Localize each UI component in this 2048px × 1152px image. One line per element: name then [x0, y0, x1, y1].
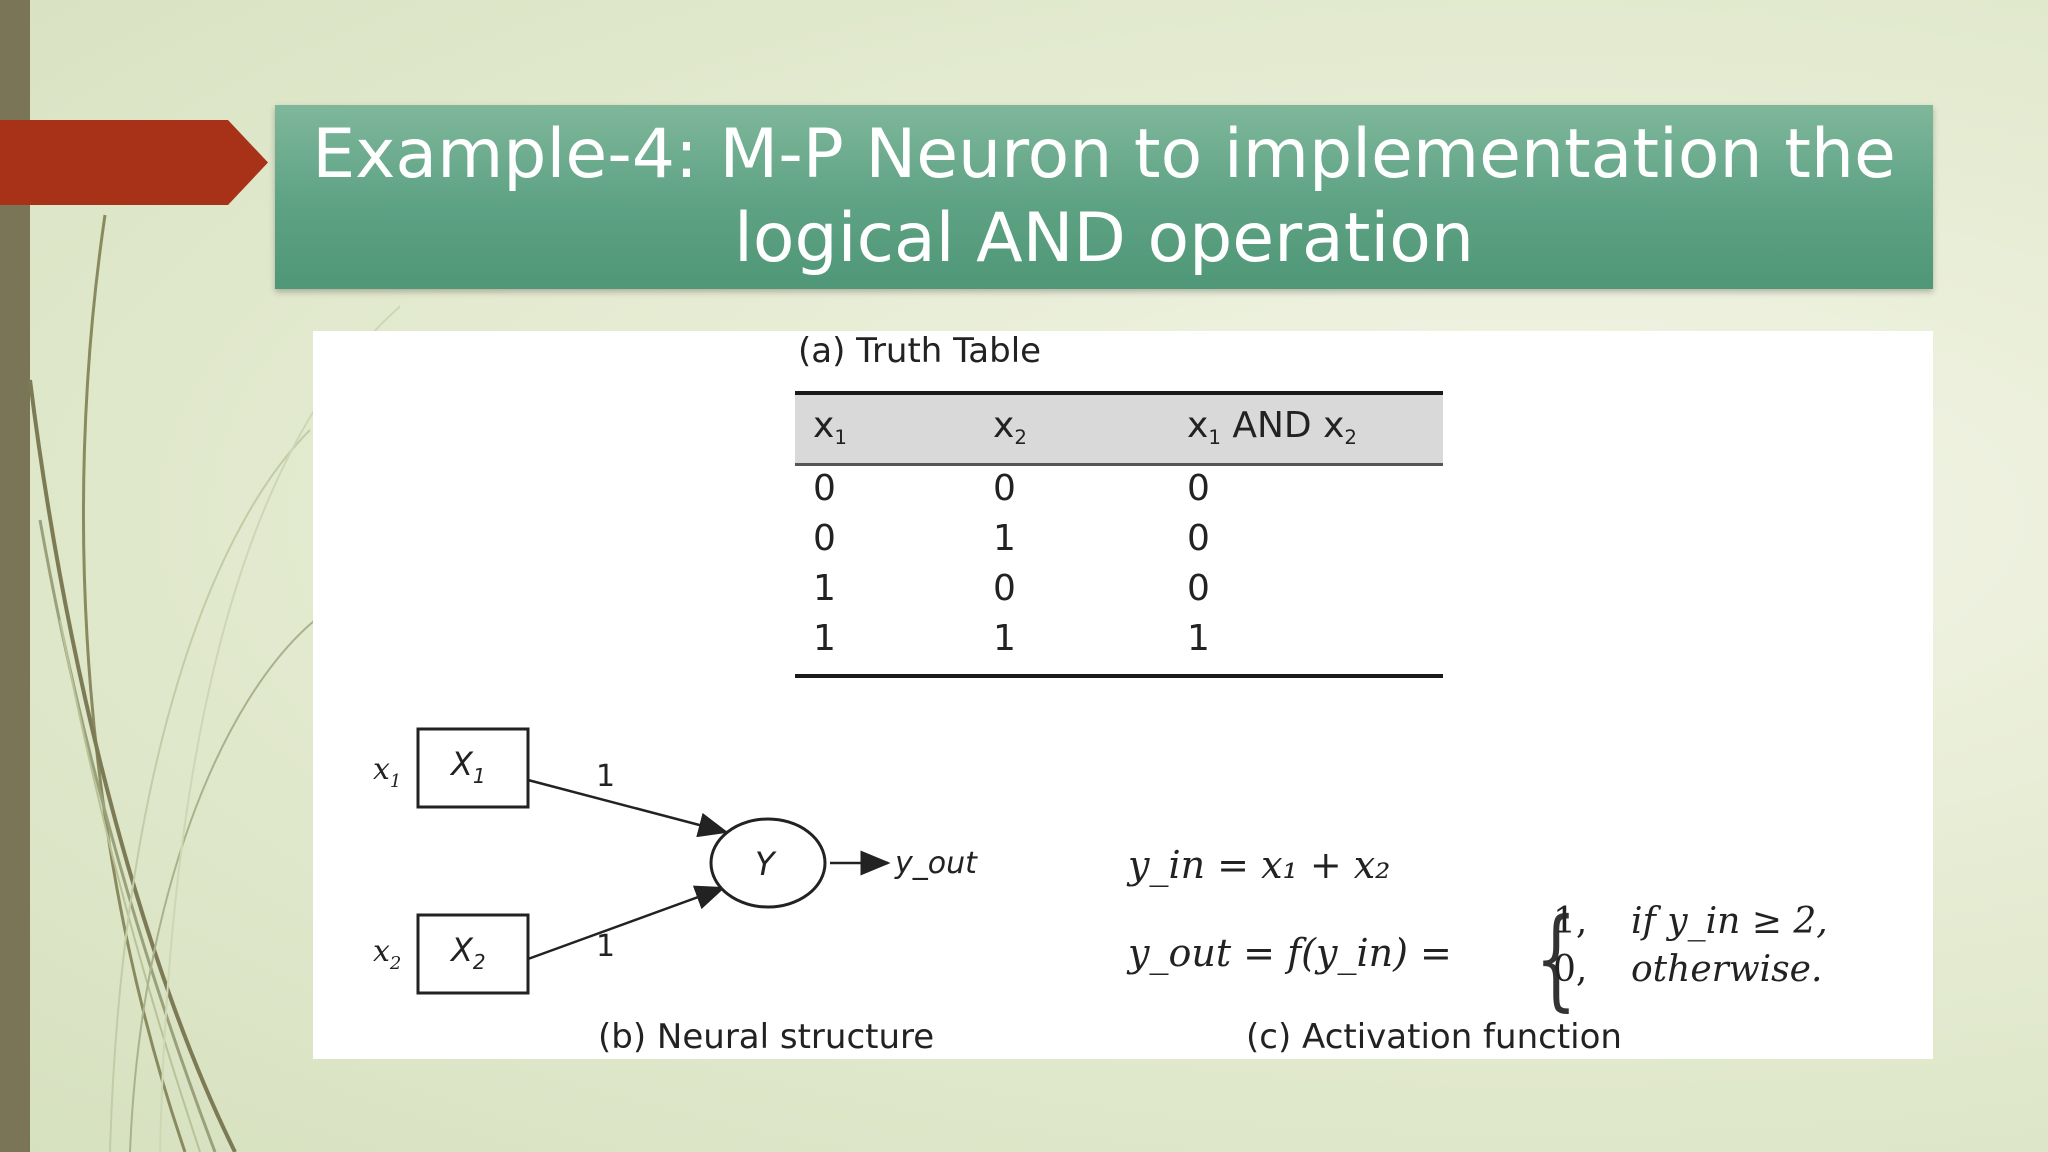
- output-node-y: [709, 817, 827, 909]
- table-cell: 1: [813, 618, 836, 659]
- decorative-curves: [28, 214, 400, 1152]
- truth-table-caption: (a) Truth Table: [798, 331, 1042, 371]
- input-node-x1: [416, 727, 530, 809]
- neural-structure-diagram: x1 X1 x2 X2 1 1 Y y_out: [373, 727, 978, 995]
- cases-brace: {: [1535, 894, 1577, 1022]
- weight-1-label: 1: [596, 759, 615, 794]
- table-row: 0 1 0: [795, 518, 1443, 568]
- table-cell: 0: [993, 568, 1016, 609]
- slide-title: Example-4: M-P Neuron to implementation …: [312, 115, 1896, 278]
- input-node-x2-label: X2: [449, 931, 486, 974]
- case-1-value: 1,: [1553, 901, 1588, 942]
- case-2-value: 0,: [1553, 949, 1588, 990]
- weight-2-label: 1: [596, 929, 615, 964]
- neural-structure-caption: (b) Neural structure: [598, 1017, 935, 1057]
- header-x2: x2: [993, 405, 1027, 449]
- case-1-condition: if y_in ≥ 2,: [1631, 901, 1828, 942]
- table-cell: 0: [993, 468, 1016, 509]
- net-input-equation: y_in = x₁ + x₂: [1128, 843, 1391, 887]
- output-label: y_out: [894, 846, 978, 881]
- table-cell: 0: [1187, 518, 1210, 559]
- table-cell: 1: [1187, 618, 1210, 659]
- activation-equation-lhs: y_out = f(y_in) =: [1128, 931, 1452, 975]
- table-cell: 1: [993, 618, 1016, 659]
- table-cell: 0: [1187, 468, 1210, 509]
- table-cell: 0: [1187, 568, 1210, 609]
- truth-table-header: x1 x2 x1 AND x2: [795, 391, 1443, 466]
- input-label-x1: x1: [373, 752, 401, 792]
- table-cell: 1: [993, 518, 1016, 559]
- case-2-condition: otherwise.: [1631, 949, 1823, 990]
- table-row: 1 1 1: [795, 618, 1443, 668]
- output-node-y-label: Y: [755, 845, 777, 883]
- weight-edge-1: [527, 778, 729, 838]
- table-row: 1 0 0: [795, 568, 1443, 618]
- table-cell: 0: [813, 468, 836, 509]
- figure-panel: (a) Truth Table x1 x2 x1 AND x2 0 0 0 0 …: [313, 331, 1933, 1059]
- table-cell: 0: [813, 518, 836, 559]
- header-x1: x1: [813, 405, 847, 449]
- weight-edge-2: [527, 885, 726, 961]
- input-node-x2: [416, 913, 530, 995]
- activation-function-caption: (c) Activation function: [1246, 1017, 1622, 1057]
- input-node-x1-label: X1: [449, 745, 486, 788]
- title-arrow-shape: [0, 120, 268, 205]
- table-cell: 1: [813, 568, 836, 609]
- title-banner: Example-4: M-P Neuron to implementation …: [275, 105, 1933, 289]
- truth-table: x1 x2 x1 AND x2 0 0 0 0 1 0 1 0 0 1 1: [795, 391, 1443, 678]
- header-and: x1 AND x2: [1187, 405, 1357, 449]
- input-label-x2: x2: [373, 934, 401, 974]
- truth-table-body: 0 0 0 0 1 0 1 0 0 1 1 1: [795, 466, 1443, 678]
- table-row: 0 0 0: [795, 468, 1443, 518]
